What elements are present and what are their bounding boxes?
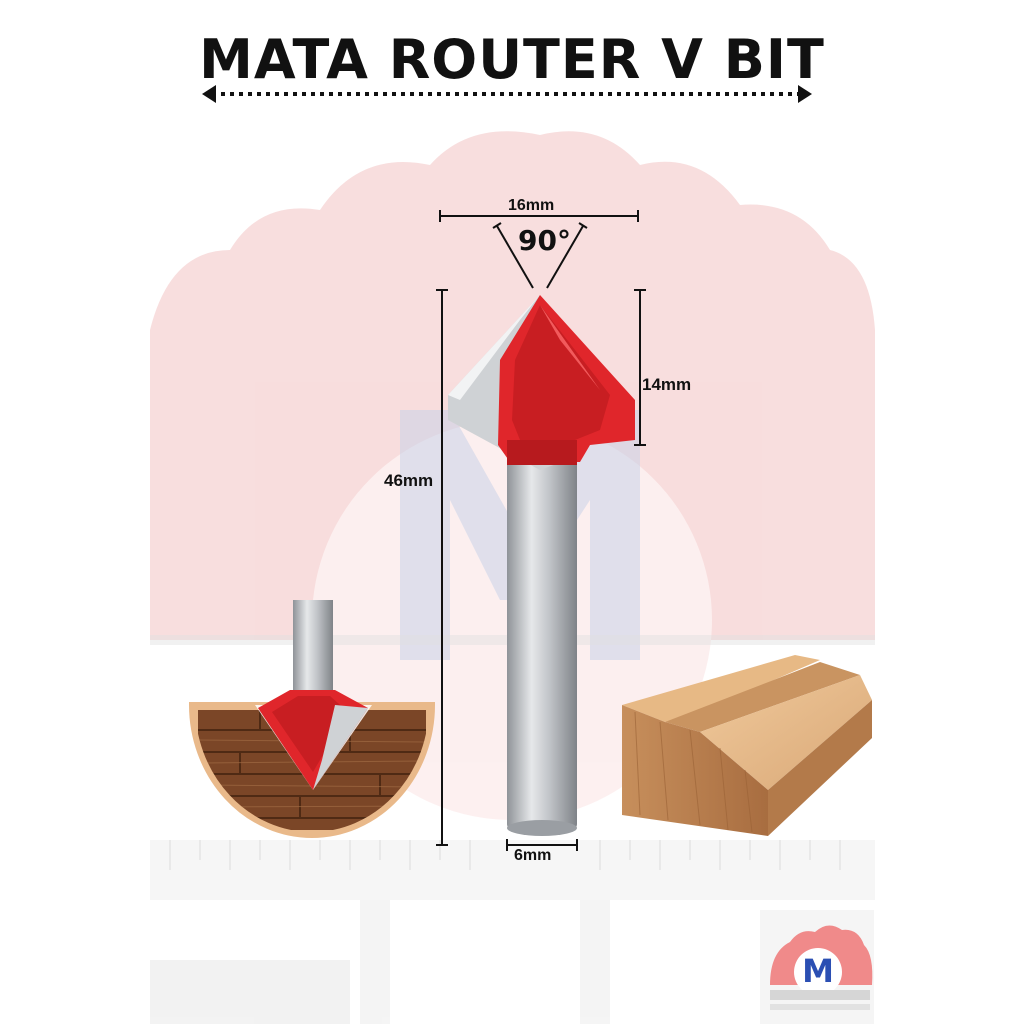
wood-bowl-section	[188, 600, 436, 838]
cutting-height-label: 14mm	[642, 375, 692, 394]
total-length-label: 46mm	[384, 471, 434, 490]
cutting-angle-label: 90°	[518, 224, 571, 257]
cutting-width-label: 16mm	[508, 197, 555, 214]
shank-diameter-label: 6mm	[514, 847, 552, 864]
corner-logo	[760, 910, 874, 1024]
v-bit-main	[448, 295, 635, 836]
dimension-lines	[436, 210, 646, 851]
logo-letter: M	[802, 952, 834, 990]
page-title: MATA ROUTER V BIT	[199, 28, 825, 91]
title-underline-arrow	[202, 85, 812, 103]
wood-block-v-groove	[622, 655, 872, 836]
